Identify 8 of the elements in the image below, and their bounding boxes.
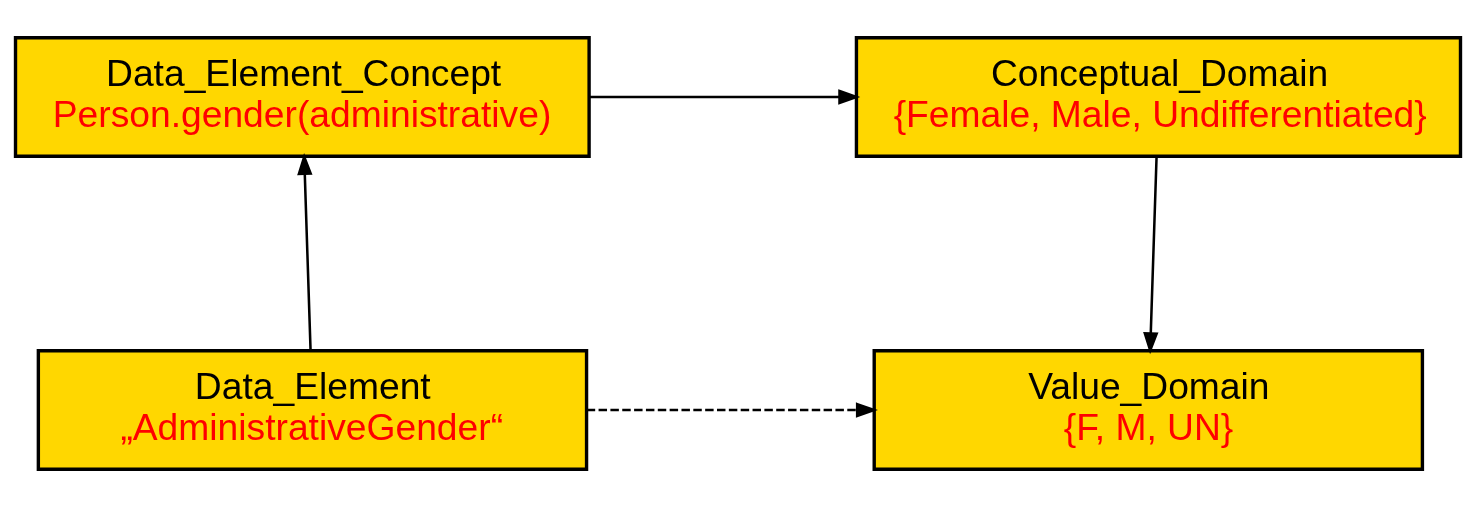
arrow [297,152,313,350]
node-box: Value_Domain {F, M, UN} [872,348,1425,471]
arrow [1143,156,1159,354]
node-box: Conceptual_Domain {Female, Male, Undifferentiated} [854,35,1463,158]
node-box: Data_Element „AdministrativeGender“ [36,348,589,471]
arrow [586,401,878,418]
arrow [589,88,861,105]
node-box: Data_Element_Concept Person.gender(administrative) [13,35,591,158]
